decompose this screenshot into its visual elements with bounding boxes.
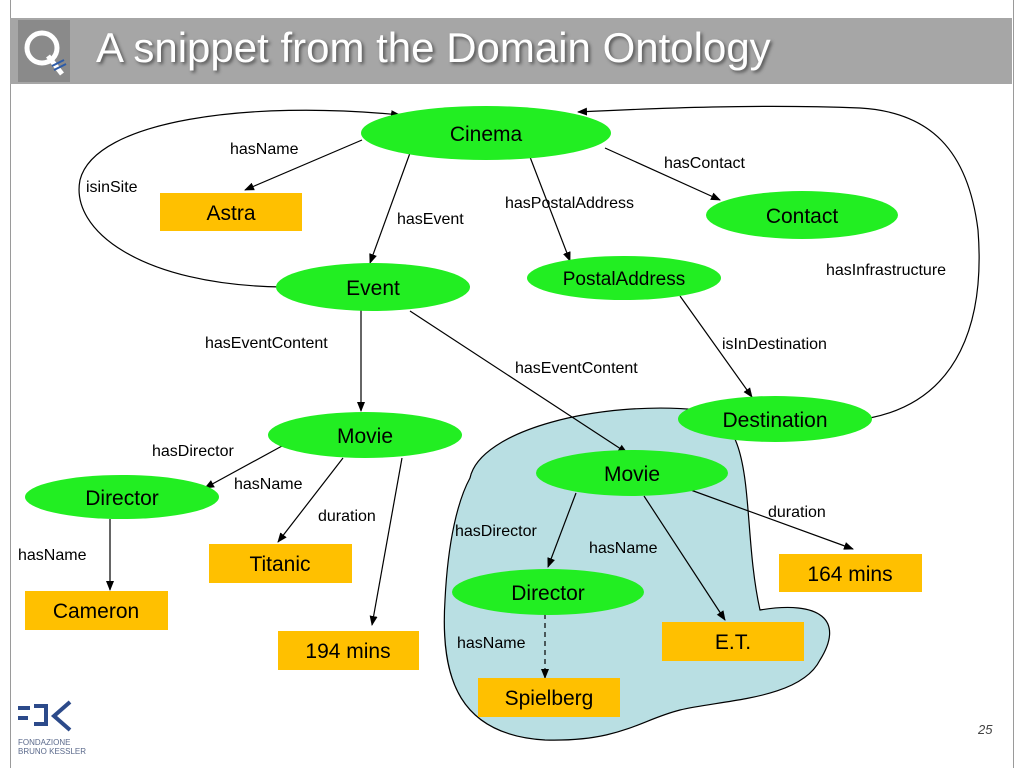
node-event [276, 263, 470, 311]
edge-label-hascontact: hasContact [664, 155, 745, 172]
edge-label-hasname-director-right: hasName [457, 635, 526, 652]
node-postal-address [527, 256, 721, 300]
label-director-left: Director [85, 487, 159, 510]
fbk-logo-text: FONDAZIONE BRUNO KESSLER [18, 738, 87, 756]
edge-cinema-postal [529, 156, 571, 262]
edge-label-hasinfrastructure: hasInfrastructure [826, 262, 946, 279]
edge-label-hasdirector-right: hasDirector [455, 523, 537, 540]
edge-postal-destination [679, 295, 753, 398]
edge-label-duration-left: duration [318, 508, 376, 525]
label-contact: Contact [766, 205, 839, 228]
label-astra: Astra [206, 202, 255, 225]
edge-movie-164 [687, 488, 854, 550]
node-astra [160, 193, 302, 231]
edge-label-duration-right: duration [768, 504, 826, 521]
fbk-logo [18, 700, 82, 739]
edge-movie-194 [369, 457, 403, 626]
edge-label-hasname-movie-left: hasName [234, 476, 303, 493]
edges [78, 105, 980, 679]
label-destination: Destination [722, 409, 827, 432]
label-cameron: Cameron [53, 600, 139, 623]
title-bar [10, 18, 1012, 84]
edge-movie-titanic [277, 457, 344, 543]
edge-event-movie-right [409, 310, 628, 454]
slide-frame [10, 0, 1014, 768]
edge-label-haspostaladdress: hasPostalAddress [505, 195, 634, 212]
slide-title: A snippet from the Domain Ontology [96, 24, 771, 71]
node-194-mins [278, 631, 419, 670]
edge-label-hasname-cinema: hasName [230, 141, 299, 158]
label-164-mins: 164 mins [807, 563, 892, 586]
edge-movie-director-right [547, 492, 577, 568]
node-titanic [209, 544, 352, 583]
edge-label-haseventcontent-left: hasEventContent [205, 335, 328, 352]
page-number: 25 [978, 722, 993, 737]
node-cinema [361, 106, 611, 160]
edge-cinema-astra [244, 139, 363, 191]
label-postal-address: PostalAddress [563, 269, 686, 290]
edge-label-hasname-movie-right: hasName [589, 540, 658, 557]
label-titanic: Titanic [249, 553, 310, 576]
q-logo [18, 20, 70, 82]
node-destination [678, 396, 872, 442]
node-movie-right [536, 450, 728, 496]
node-spielberg [478, 678, 620, 717]
edge-label-haseventcontent-right: hasEventContent [515, 360, 638, 377]
node-et [662, 622, 804, 661]
label-et: E.T. [715, 631, 751, 654]
edge-event-cinema-isinsite [78, 109, 401, 288]
label-movie-right: Movie [604, 463, 660, 486]
label-movie-left: Movie [337, 425, 393, 448]
class-nodes [25, 106, 898, 615]
edge-movie-et [643, 495, 726, 621]
node-movie-left [268, 412, 462, 458]
edge-label-hasdirector-left: hasDirector [152, 443, 234, 460]
edge-cinema-event [369, 152, 411, 264]
label-194-mins: 194 mins [305, 640, 390, 663]
edge-label-hasevent: hasEvent [397, 211, 464, 228]
node-director-right [452, 569, 644, 615]
label-spielberg: Spielberg [505, 687, 594, 710]
node-contact [706, 191, 898, 239]
node-director-left [25, 475, 219, 519]
node-164-mins [779, 554, 922, 592]
label-event: Event [346, 277, 400, 300]
edge-label-isinsite: isinSite [86, 179, 138, 196]
edge-movie-director-left [204, 445, 283, 489]
edge-label-isindestination: isInDestination [722, 336, 827, 353]
instance-nodes [25, 193, 922, 717]
label-cinema: Cinema [450, 123, 523, 146]
edge-destination-cinema-hasinfrastructure [577, 105, 980, 419]
label-director-right: Director [511, 582, 585, 605]
node-cameron [25, 591, 168, 630]
edge-cinema-contact [604, 147, 721, 201]
edge-label-hasname-director-left: hasName [18, 547, 87, 564]
